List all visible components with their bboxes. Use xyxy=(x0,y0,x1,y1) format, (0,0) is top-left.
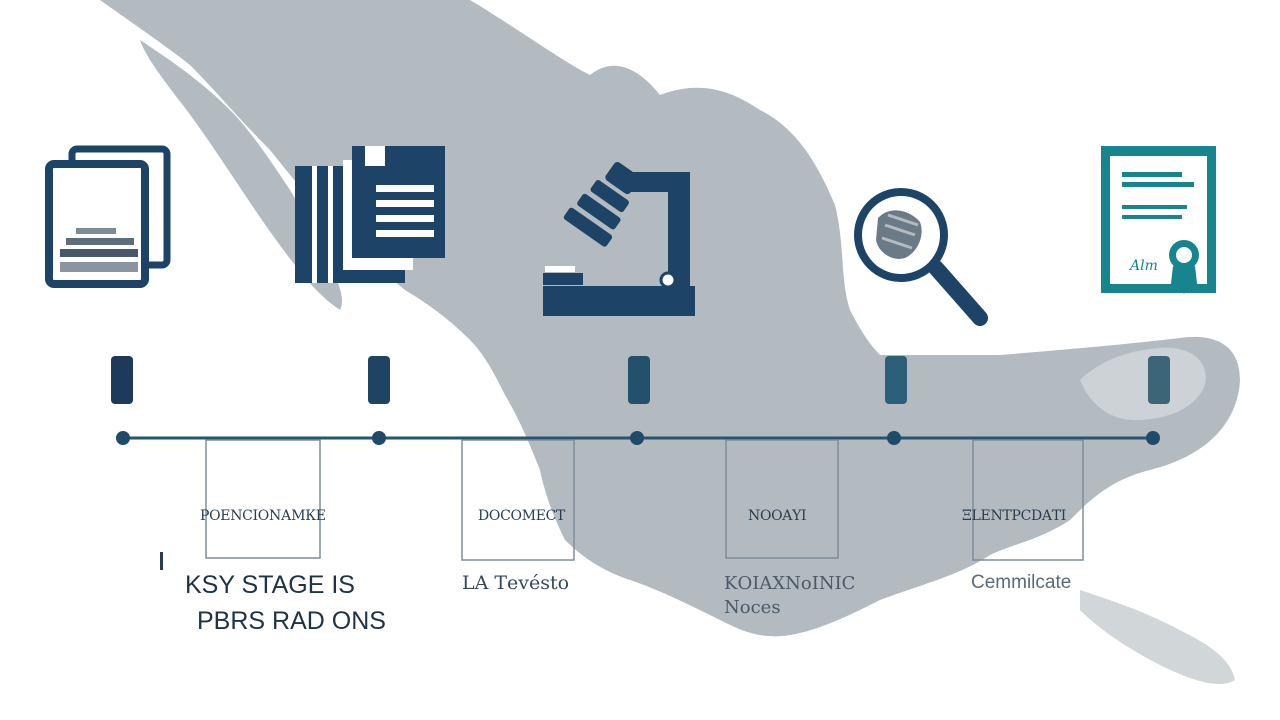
summary-line-2: PBRS RAD ONS xyxy=(197,607,386,635)
stage-box xyxy=(461,439,575,561)
stage-box xyxy=(972,439,1084,561)
stage-caption: LA Тevésto xyxy=(462,572,570,594)
document-stack-icon xyxy=(45,145,171,288)
stage-box-label: РОЕNСІОNАМКЕ xyxy=(200,508,326,524)
stage-caption: Cemmilcate xyxy=(971,572,1072,593)
stage-boxes xyxy=(205,439,1084,561)
magnifier-icon xyxy=(854,188,988,326)
timeline-tick xyxy=(368,356,390,404)
timeline-tick xyxy=(628,356,650,404)
certificate-signature: Alm xyxy=(1128,258,1158,274)
timeline-dot xyxy=(630,431,644,445)
timeline-tick xyxy=(1148,356,1170,404)
timeline-dot xyxy=(887,431,901,445)
summary-line-1: KSY STAGE IS xyxy=(185,571,355,599)
stage-box-label: ΞLΕΝΤΡCDΑΤΙ xyxy=(962,508,1066,524)
timeline-dots xyxy=(116,431,1160,445)
timeline-dot xyxy=(116,431,130,445)
timeline-tick xyxy=(885,356,907,404)
stage-box xyxy=(725,439,839,559)
document-icon xyxy=(295,146,445,283)
timeline-dot xyxy=(1146,431,1160,445)
microscope-icon xyxy=(543,162,695,316)
stage-box-label: DОСОМЕСТ xyxy=(478,508,566,524)
timeline-tick xyxy=(111,356,133,404)
stage-box xyxy=(205,439,321,559)
timeline-dot xyxy=(372,431,386,445)
summary-mark xyxy=(160,552,163,570)
timeline-ticks xyxy=(111,356,1170,404)
certificate-icon: Alm xyxy=(1101,146,1216,294)
stage-box-label: ΝΟΟΑΥΙ xyxy=(748,508,807,524)
stage-caption: ΚΟΙΑΧΝοΙΝΙC Νοces xyxy=(724,573,856,618)
